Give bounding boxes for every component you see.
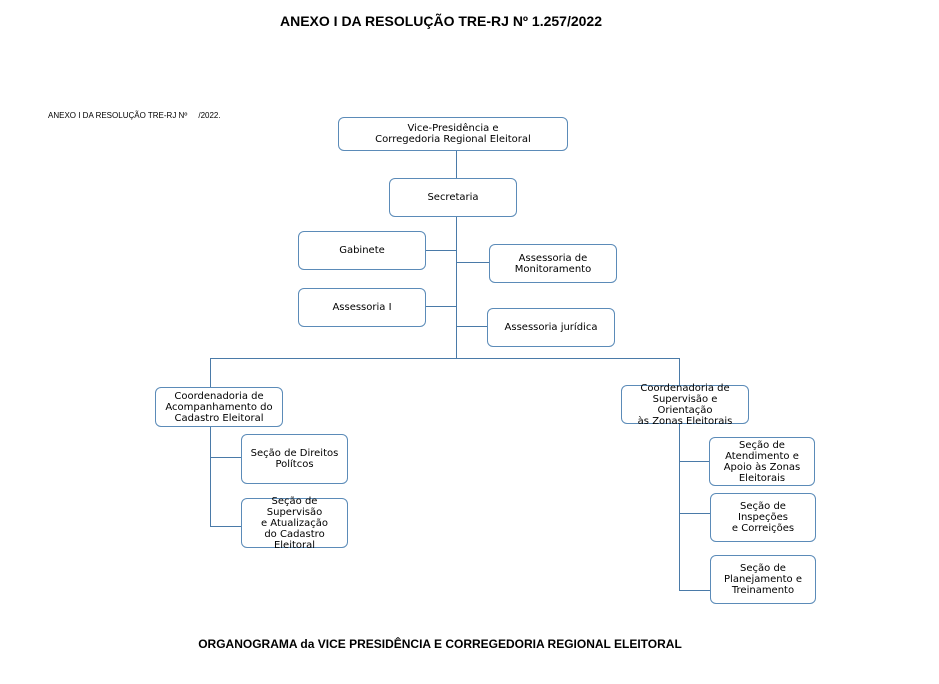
assessoria-monitoramento-box: Assessoria de Monitoramento <box>489 244 617 283</box>
secao-atendimento-box: Seção de Atendimento e Apoio às Zonas El… <box>709 437 815 486</box>
connector <box>210 358 680 359</box>
document-subtitle: ANEXO I DA RESOLUÇÃO TRE-RJ Nº /2022. <box>48 111 221 120</box>
connector <box>456 262 489 263</box>
document-title: ANEXO I DA RESOLUÇÃO TRE-RJ Nº 1.257/202… <box>279 13 602 29</box>
connector <box>210 457 241 458</box>
secao-direitos-politicos-box: Seção de Direitos Polítcos <box>241 434 348 484</box>
secao-planejamento-box: Seção de Planejamento e Treinamento <box>710 555 816 604</box>
secao-inspecoes-box: Seção de Inspeções e Correições <box>710 493 816 542</box>
coordenadoria-zonas-box: Coordenadoria de Supervisão e Orientação… <box>621 383 749 427</box>
vice-presidencia-box: Vice-Presidência e Corregedoria Regional… <box>338 117 568 151</box>
connector <box>456 326 487 327</box>
assessoria-juridica-box: Assessoria jurídica <box>487 308 615 347</box>
secretaria-box: Secretaria <box>389 178 517 217</box>
connector <box>210 426 211 526</box>
connector <box>456 150 457 178</box>
connector <box>425 250 456 251</box>
connector <box>456 216 457 358</box>
coordenadoria-cadastro-box: Coordenadoria de Acompanhamento do Cadas… <box>155 387 283 427</box>
assessoria-i-box: Assessoria I <box>298 288 426 327</box>
diagram-caption: ORGANOGRAMA da VICE PRESIDÊNCIA E CORREG… <box>198 637 682 651</box>
connector <box>210 358 211 387</box>
connector <box>679 358 680 385</box>
connector <box>679 461 709 462</box>
connector <box>425 306 456 307</box>
connector <box>679 423 680 590</box>
connector <box>210 526 241 527</box>
connector <box>679 590 710 591</box>
secao-supervisao-cadastro-box: Seção de Supervisão e Atualização do Cad… <box>241 496 348 551</box>
connector <box>679 513 710 514</box>
gabinete-box: Gabinete <box>298 231 426 270</box>
